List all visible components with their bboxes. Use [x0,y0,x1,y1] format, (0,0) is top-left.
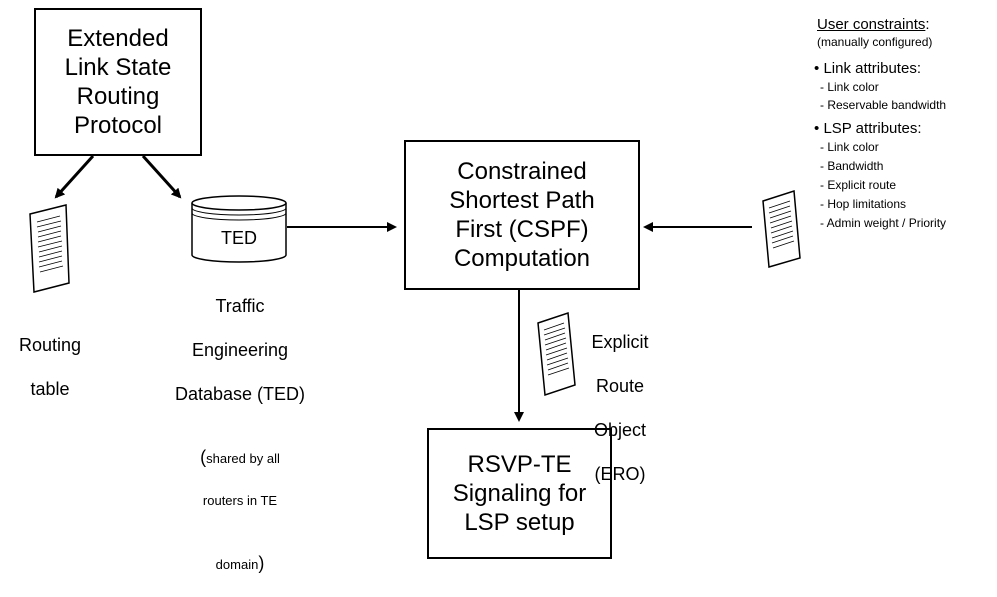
ted-paren-close: ) [258,553,265,573]
constraint-group-lsp: • LSP attributes: - Link color - Bandwid… [814,120,995,233]
ted-shared-line: routers in TE [202,493,278,508]
routing-protocol-box: Extended Link State Routing Protocol [34,8,202,156]
rsvp-te-box: RSVP-TE Signaling for LSP setup [427,428,612,559]
constraint-item: - Bandwidth [820,159,884,173]
ted-caption: Traffic Engineering Database (TED) (shar… [160,273,320,597]
ted-caption-line: Traffic [215,296,265,316]
ero-caption-line: Explicit [591,332,649,352]
ted-shared-note: (shared by all [160,427,320,469]
ero-caption-line: (ERO) [594,464,646,484]
ted-shared-line: shared by all [206,451,280,466]
routing-table-caption-line: Routing [18,335,82,355]
database-icon [191,195,287,263]
routing-table-caption: Routing table [2,312,98,422]
ero-caption-line: Route [595,376,645,396]
routing-table-document-icon [29,204,70,293]
bullet-icon: • [814,120,820,137]
user-constraints-title-row: User constraints: [817,16,995,34]
constraint-item: - Explicit route [820,178,897,192]
constraint-item: - Admin weight / Priority [820,216,947,230]
arrow-protocol-to-routing-table [54,154,95,199]
ted-shared-note-end: domain) [160,533,320,575]
constraint-group-heading-row: • LSP attributes: [814,120,995,138]
constraint-item: - Hop limitations [820,197,907,211]
user-constraints-title: User constraints [817,16,926,33]
routing-protocol-label: Extended Link State Routing Protocol [64,25,172,139]
constraint-group-link: • Link attributes: - Link color - Reserv… [814,60,995,114]
constraint-item: - Link color [820,80,879,94]
rsvp-te-label: RSVP-TE Signaling for LSP setup [452,451,587,536]
cspf-label: Constrained Shortest Path First (CSPF) C… [449,158,595,272]
ted-caption-line: Database (TED) [174,384,306,404]
user-constraints-panel: User constraints: (manually configured) … [814,16,995,233]
constraint-item: - Reservable bandwidth [820,98,947,112]
ero-caption-line: Object [593,420,647,440]
connector-layer [29,154,801,422]
user-constraints-subtitle: (manually configured) [817,35,933,49]
constraint-item: - Link color [820,140,879,154]
ted-caption-line: Engineering [191,340,289,360]
constraint-group-heading-row: • Link attributes: [814,60,995,78]
ero-document-icon [537,311,576,397]
bullet-icon: • [814,60,820,77]
constraint-group-heading: LSP attributes: [823,120,922,137]
constraint-group-heading: Link attributes: [823,60,921,77]
cspf-box: Constrained Shortest Path First (CSPF) C… [404,140,640,290]
arrow-protocol-to-ted [141,154,182,199]
user-constraints-title-suffix: : [925,16,930,33]
ero-caption: Explicit Route Object (ERO) [572,309,668,507]
user-constraints-document-icon [762,189,801,268]
ted-paren-open: ( [200,447,207,467]
ted-shared-line: domain [215,557,259,572]
routing-table-caption-line: table [30,379,70,399]
ted-cylinder-label: TED [221,228,257,248]
